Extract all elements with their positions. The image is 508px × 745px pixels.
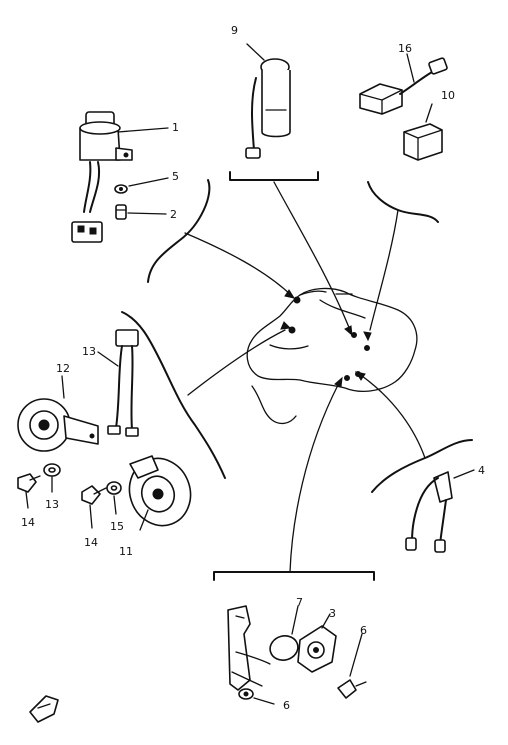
washer-part-15 <box>106 481 122 515</box>
relay-part-16 <box>359 53 448 115</box>
callout-part-2: 2 <box>170 208 177 221</box>
callout-labels: 1 2 3 3 4 5 6 6 7 9 10 11 12 13 13 14 14… <box>21 24 485 712</box>
callout-part-13-lower: 13 <box>45 498 59 511</box>
harness-part-13 <box>97 329 139 437</box>
horn-part-12 <box>17 375 99 452</box>
group-bracket-bottom <box>213 571 375 581</box>
switch-part-4 <box>405 469 475 553</box>
callout-part-3-lower: 3 <box>329 607 336 620</box>
callout-part-13-upper: 13 <box>82 345 96 358</box>
horn-part-11 <box>128 455 192 531</box>
callout-part-10: 10 <box>441 89 455 102</box>
flasher-part-10 <box>403 103 443 161</box>
callout-part-6-right: 6 <box>360 624 367 637</box>
main-switch-assembly <box>71 111 169 243</box>
callout-part-12: 12 <box>56 362 70 375</box>
group-bracket-top-center <box>229 171 319 181</box>
callout-part-4: 4 <box>478 464 485 477</box>
callout-part-11: 11 <box>119 545 133 558</box>
group-bracket-left <box>121 311 226 479</box>
bottom-bracket-assembly <box>227 605 367 705</box>
sensor-part-9 <box>245 43 291 159</box>
frame-outline <box>246 287 418 425</box>
callout-part-1: 1 <box>172 121 179 134</box>
bolt-part-14-right <box>81 485 107 529</box>
callout-part-6-bottom: 6 <box>283 699 290 712</box>
group-bracket-top-left <box>147 179 211 283</box>
bolt-part-14-left <box>17 473 41 509</box>
washer-part-13 <box>43 463 61 493</box>
callout-part-5: 5 <box>172 170 179 183</box>
callout-part-14-left: 14 <box>21 516 35 529</box>
callout-part-15: 15 <box>110 520 124 533</box>
washer-part-5 <box>114 177 169 194</box>
callout-part-9: 9 <box>231 24 238 37</box>
callout-part-14-right: 14 <box>84 536 98 549</box>
group-bracket-right <box>371 439 473 493</box>
grommet-bottom-left <box>29 695 59 723</box>
callout-part-7: 7 <box>296 596 303 609</box>
bolt-part-2 <box>115 204 167 220</box>
leader-lines <box>184 181 426 573</box>
callout-part-16: 16 <box>398 42 412 55</box>
group-bracket-top-right <box>367 181 439 223</box>
